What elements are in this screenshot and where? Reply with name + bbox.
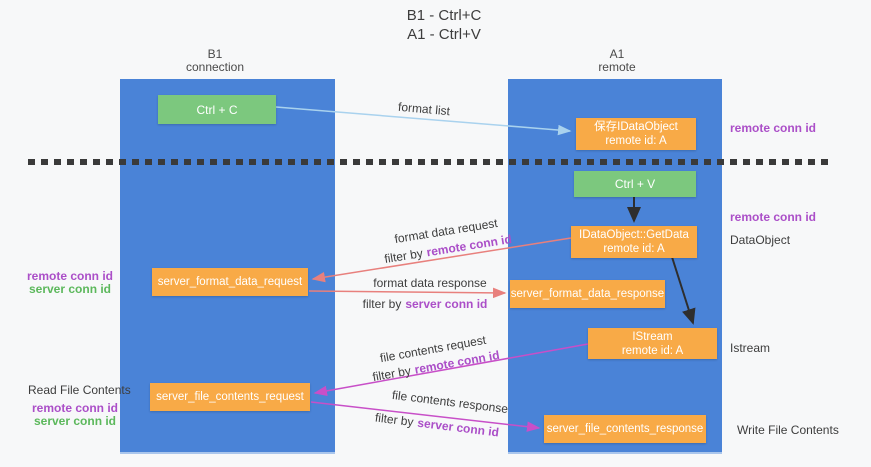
filter-by-text: filter by [374, 410, 415, 430]
title-line-1: B1 - Ctrl+C [406, 7, 482, 24]
server-conn-id-text: server conn id [416, 415, 500, 440]
left-mid-remote-conn-id-label: remote conn id [27, 269, 114, 283]
server-format-data-request-box: server_format_data_request [152, 268, 308, 296]
server-conn-id-text: server conn id [405, 297, 488, 311]
left-column-subtitle: connection [185, 60, 245, 74]
left-bottom-remote-conn-id-label: remote conn id [32, 401, 119, 415]
getdata-line2: remote id: A [603, 243, 665, 255]
diagram-title: B1 - Ctrl+C A1 - Ctrl+V [344, 6, 544, 44]
right-top-remote-conn-id-label: remote conn id [730, 121, 817, 135]
ctrl-v-box: Ctrl + V [574, 171, 696, 197]
read-file-contents-label: Read File Contents [28, 383, 131, 397]
right-mid-remote-conn-id-label: remote conn id [730, 210, 817, 224]
save-dataobject-box: 保存IDataObject remote id: A [576, 118, 696, 150]
server-format-data-request-label: server_format_data_request [157, 276, 303, 288]
left-bottom-conn-id-labels: remote conn id server conn id [32, 402, 118, 428]
file-contents-response-label: file contents response [391, 387, 509, 417]
server-file-contents-request-label: server_file_contents_request [156, 391, 304, 403]
ctrl-v-label: Ctrl + V [614, 177, 656, 191]
save-dataobject-line2: remote id: A [605, 135, 667, 147]
filter-by-text: filter by [371, 363, 412, 385]
left-column-name: B1 [207, 47, 223, 61]
server-format-data-response-box: server_format_data_response [510, 280, 665, 308]
right-column-header: A1 remote [557, 48, 677, 74]
getdata-box: IDataObject::GetData remote id: A [571, 226, 697, 258]
left-mid-server-conn-id-label: server conn id [28, 282, 112, 296]
left-bottom-server-conn-id-label: server conn id [33, 414, 117, 428]
getdata-line1: IDataObject::GetData [579, 229, 689, 241]
server-file-contents-response-box: server_file_contents_response [544, 415, 706, 443]
istream-line1: IStream [632, 330, 673, 343]
istream-side-label: Istream [730, 341, 771, 355]
right-column-name: A1 [609, 47, 625, 61]
ctrl-c-box: Ctrl + C [158, 95, 276, 124]
save-dataobject-line1: 保存IDataObject [594, 121, 678, 133]
arrow-format-data-response [308, 287, 507, 299]
ctrl-c-label: Ctrl + C [196, 102, 238, 117]
istream-box: IStream remote id: A [588, 328, 717, 359]
server-file-contents-request-box: server_file_contents_request [150, 383, 310, 411]
boundary-dashed-line [28, 159, 834, 165]
server-file-contents-response-label: server_file_contents_response [546, 423, 704, 435]
title-line-2: A1 - Ctrl+V [407, 26, 481, 43]
write-file-contents-label: Write File Contents [737, 423, 839, 437]
filter-by-text: filter by [362, 297, 402, 311]
format-list-label: format list [397, 99, 451, 119]
left-mid-conn-id-labels: remote conn id server conn id [27, 270, 113, 296]
format-data-response-label: format data response [373, 276, 487, 290]
dataobject-label: DataObject [730, 233, 791, 247]
right-column-subtitle: remote [598, 60, 636, 74]
filter-by-text: filter by [383, 246, 424, 266]
server-format-data-response-label: server_format_data_response [510, 288, 665, 300]
left-column-header: B1 connection [155, 48, 275, 74]
istream-line2: remote id: A [621, 344, 684, 357]
